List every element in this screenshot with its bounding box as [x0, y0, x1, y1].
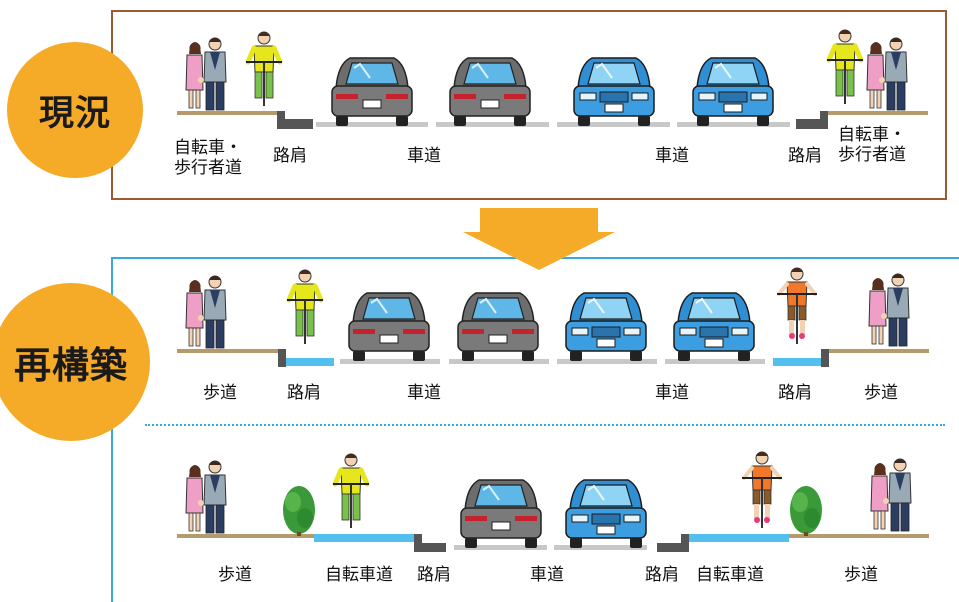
transition-arrow-icon	[463, 208, 615, 270]
label-shoulder-left: 路肩	[273, 146, 307, 166]
current-section-badge: 現況	[7, 42, 143, 178]
gray-car-icon	[348, 292, 430, 362]
label-a-sidewalk-right: 歩道	[864, 383, 898, 403]
cyclist-icon	[333, 454, 369, 528]
label-lane-right: 車道	[655, 146, 689, 166]
label-b-bikelane-right: 自転車道	[696, 565, 764, 585]
rebuild-section-badge: 再構築	[0, 283, 150, 441]
pedestrians-icon	[185, 37, 227, 111]
blue-car-icon	[565, 292, 647, 362]
label-a-shoulder-right: 路肩	[778, 383, 812, 403]
blue-car-icon	[565, 479, 647, 549]
pedestrians-icon	[185, 460, 227, 534]
label-b-bikelane-left: 自転車道	[325, 565, 393, 585]
gray-car-icon	[449, 57, 531, 127]
gray-car-icon	[460, 479, 542, 549]
label-a-sidewalk-left: 歩道	[203, 383, 237, 403]
gray-car-icon	[331, 57, 413, 127]
tree-icon	[283, 486, 315, 536]
label-a-lane-left: 車道	[407, 383, 441, 403]
pedestrians-icon	[868, 273, 910, 347]
label-sidewalk-right: 自転車・ 歩行者道	[838, 125, 906, 165]
label-lane-left: 車道	[407, 146, 441, 166]
label-sidewalk-left: 自転車・ 歩行者道	[174, 138, 242, 178]
label-b-shoulder-right: 路肩	[645, 565, 679, 585]
label-a-lane-right: 車道	[655, 383, 689, 403]
cyclist-icon	[740, 450, 784, 530]
options-divider	[145, 424, 945, 426]
label-b-sidewalk-right: 歩道	[844, 565, 878, 585]
pedestrians-icon	[870, 458, 912, 532]
label-b-lane: 車道	[530, 565, 564, 585]
blue-car-icon	[573, 57, 655, 127]
cyclist-icon	[287, 270, 323, 344]
pedestrians-icon	[866, 37, 908, 111]
cyclist-icon	[827, 30, 863, 104]
rebuild-road-a	[177, 349, 929, 367]
current-road	[177, 111, 928, 129]
label-shoulder-right: 路肩	[788, 146, 822, 166]
label-a-shoulder-left: 路肩	[287, 383, 321, 403]
cyclist-icon	[246, 32, 282, 106]
label-b-sidewalk-left: 歩道	[218, 565, 252, 585]
gray-car-icon	[457, 292, 539, 362]
label-b-shoulder-left: 路肩	[417, 565, 451, 585]
blue-car-icon	[692, 57, 774, 127]
blue-car-icon	[673, 292, 755, 362]
tree-icon	[790, 486, 822, 536]
rebuild-road-b	[177, 534, 929, 552]
cyclist-icon	[775, 266, 819, 346]
pedestrians-icon	[185, 275, 227, 349]
